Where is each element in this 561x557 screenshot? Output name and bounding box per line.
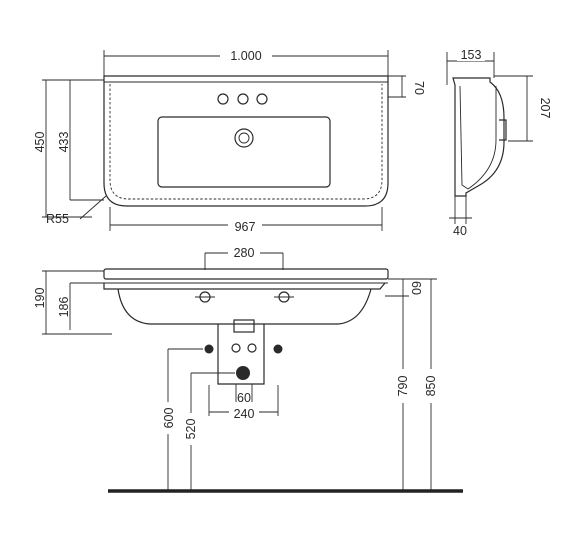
front-view-top-slab [103, 268, 389, 280]
depth-label: 450 [33, 132, 47, 153]
tap-hole-icon [256, 93, 268, 105]
front-lip-label: 70 [412, 81, 426, 95]
bowl-width-label: 967 [235, 220, 256, 234]
siphon-bracket [217, 324, 265, 385]
drain-spacing-label: 280 [234, 246, 255, 260]
drain-inner-icon [238, 132, 250, 144]
connector-icon [231, 343, 241, 353]
side-thickness-label: 40 [453, 224, 467, 238]
rim-height-inner-label: 790 [396, 376, 410, 397]
body-height-label: 186 [57, 297, 71, 318]
bracket-inner-label: 60 [237, 391, 251, 405]
fixing-height-outer-label: 600 [162, 408, 176, 429]
top-view-inner-contour [109, 84, 383, 200]
side-height-label: 207 [538, 98, 552, 119]
side-view-outline [452, 77, 505, 197]
lip-height-label: 60 [409, 281, 423, 295]
connector-icon [247, 343, 257, 353]
bracket-outer-label: 240 [234, 407, 255, 421]
siphon-top [233, 319, 255, 333]
radius-label: R55 [46, 212, 69, 226]
side-view: 153 207 40 [446, 46, 552, 238]
top-view: 1.000 450 433 70 R55 967 [33, 47, 426, 234]
side-view-tap [499, 119, 507, 141]
fixing-height-inner-label: 520 [184, 419, 198, 440]
front-view-basin [103, 282, 386, 325]
wall-plug-icon [273, 344, 283, 354]
drain-outlet-icon [236, 366, 250, 380]
bowl [157, 116, 331, 188]
total-height-label: 190 [33, 288, 47, 309]
side-depth-label: 153 [461, 48, 482, 62]
radius-leader [79, 195, 107, 220]
front-view: 280 190 186 60 790 850 600 520 [33, 245, 463, 493]
drain-icon [234, 128, 254, 148]
side-view-inner [459, 85, 497, 190]
wall-plug-icon [204, 344, 214, 354]
rim-height-total-label: 850 [424, 376, 438, 397]
tap-hole-icon [217, 93, 229, 105]
inner-depth-label: 433 [57, 132, 71, 153]
width-label: 1.000 [230, 49, 261, 63]
top-view-outline [103, 75, 389, 207]
tap-hole-icon [237, 93, 249, 105]
